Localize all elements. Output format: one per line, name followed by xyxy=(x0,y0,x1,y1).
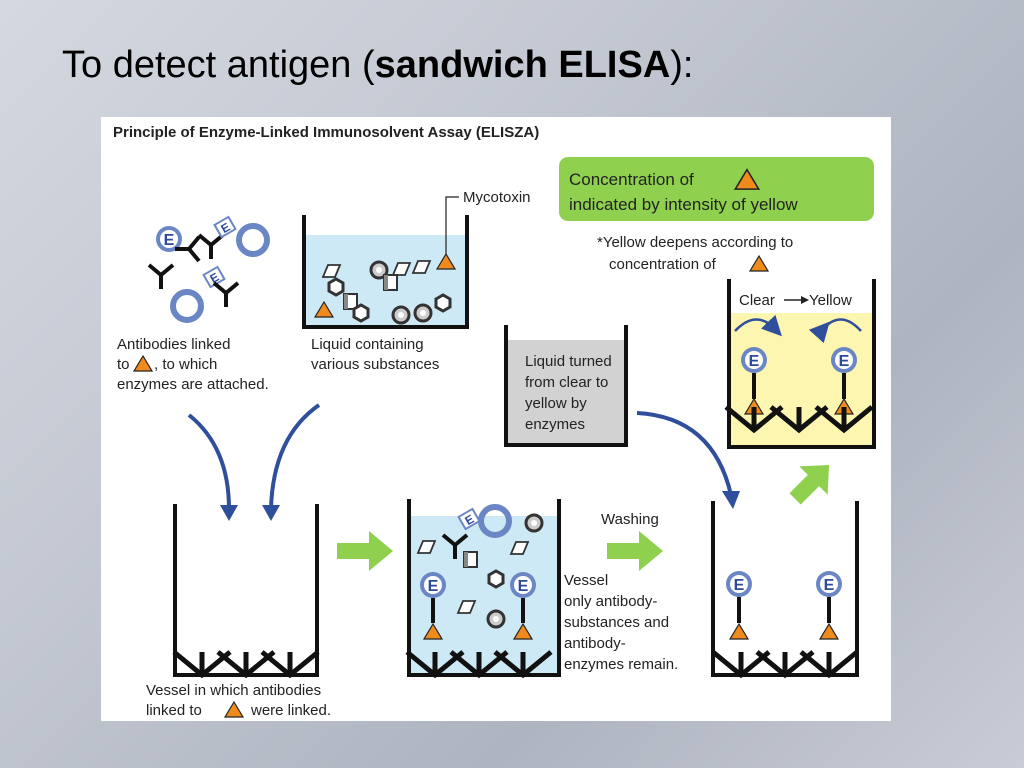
blue-arrow-right xyxy=(269,403,321,510)
liquid-caption-line1: Liquid containing xyxy=(311,336,424,353)
washing-label: Washing xyxy=(601,511,659,528)
title-suffix: ): xyxy=(670,44,694,86)
mycotoxin-label: Mycotoxin xyxy=(463,189,531,206)
liquid-caption-line2: various substances xyxy=(311,356,439,373)
clear-label: Clear xyxy=(739,292,775,309)
gray-liquid-vessel: Liquid turned from clear to yellow by en… xyxy=(504,325,628,447)
elisa-diagram: E Principle of Enzyme-Linked Immunosolve… xyxy=(113,124,876,719)
note-line2: concentration of xyxy=(609,256,717,273)
green-arrow-2 xyxy=(607,531,663,571)
antibodies-caption-line3: enzymes are attached. xyxy=(117,376,269,393)
vessel-caption: Vessel in which antibodies linked to wer… xyxy=(146,682,331,719)
liquid-caption: Liquid containing various substances xyxy=(311,336,439,373)
antibodies-caption: Antibodies linked to , to which enzymes … xyxy=(117,336,269,393)
remain-caption-line5: enzymes remain. xyxy=(564,656,678,673)
title-bold: sandwich ELISA xyxy=(374,44,671,86)
yellow-label: Yellow xyxy=(809,292,852,309)
slide-title: To detect antigen (sandwich ELISA): xyxy=(62,44,694,87)
liquid-turned-line3: yellow by xyxy=(525,395,587,412)
diagram-heading: Principle of Enzyme-Linked Immunosolvent… xyxy=(113,124,539,141)
concentration-line2: indicated by intensity of yellow xyxy=(569,195,798,214)
title-prefix: To detect antigen ( xyxy=(62,44,375,86)
concentration-line1: Concentration of xyxy=(569,170,694,189)
remain-caption-line3: substances and xyxy=(564,614,669,631)
remain-caption: Vessel only antibody- substances and ant… xyxy=(564,572,678,673)
note-line1: *Yellow deepens according to xyxy=(597,234,793,251)
antibodies-caption-line1: Antibodies linked xyxy=(117,336,230,353)
remain-caption-line1: Vessel xyxy=(564,572,608,589)
green-arrow-up xyxy=(789,464,830,505)
antibodies-caption-line2b: , to which xyxy=(154,356,217,373)
mycotoxin-pointer xyxy=(445,196,459,255)
concentration-box xyxy=(559,157,874,221)
washed-vessel xyxy=(713,501,857,675)
liquid-turned-line2: from clear to xyxy=(525,374,608,391)
vessel-caption-line2a: linked to xyxy=(146,702,202,719)
remain-caption-line2: only antibody- xyxy=(564,593,657,610)
liquid-turned-line1: Liquid turned xyxy=(525,353,612,370)
blue-arrow-wash xyxy=(636,411,733,496)
antibodies-caption-line2a: to xyxy=(117,356,130,373)
blue-arrow-left xyxy=(187,413,231,510)
vessel-caption-line1: Vessel in which antibodies xyxy=(146,682,321,699)
mixture-vessel: E xyxy=(407,499,561,675)
yellow-result-vessel: Clear Yellow xyxy=(726,279,876,449)
liquid-vessel xyxy=(302,215,469,329)
remain-caption-line4: antibody- xyxy=(564,635,626,652)
green-arrow-1 xyxy=(337,531,393,571)
antibody-enzyme-group: E E xyxy=(147,215,267,320)
antibody-vessel xyxy=(174,504,318,675)
elisa-diagram-panel: E Principle of Enzyme-Linked Immunosolve… xyxy=(101,117,891,721)
liquid-turned-line4: enzymes xyxy=(525,416,585,433)
vessel-caption-line2b: were linked. xyxy=(250,702,331,719)
